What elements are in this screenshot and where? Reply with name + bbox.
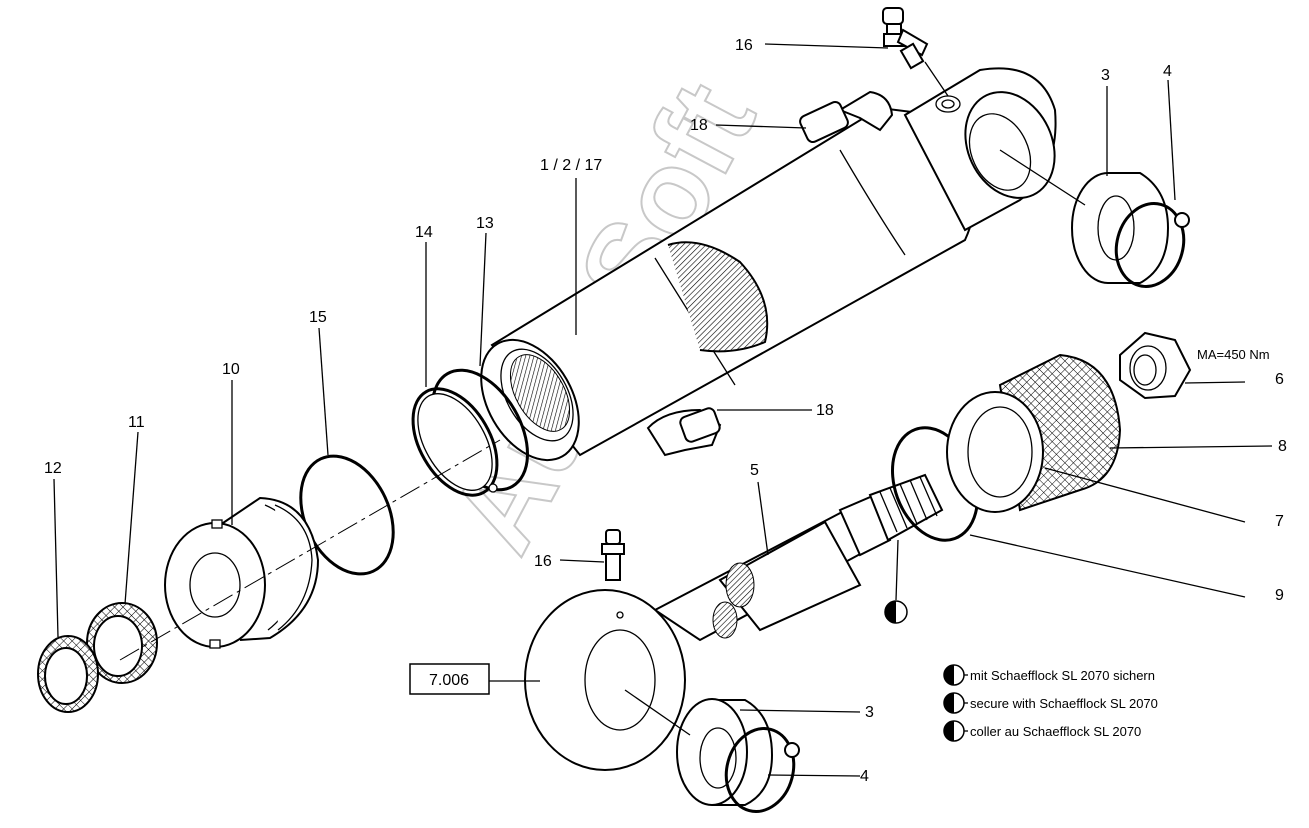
callout-14: 14 [415, 224, 433, 241]
piston-7 [946, 353, 1122, 513]
legend-text-de: mit Schaefflock SL 2070 sichern [970, 668, 1155, 683]
callout-10: 10 [222, 361, 240, 378]
gland-10 [164, 496, 320, 649]
callout-1-2-17: 1 / 2 / 17 [540, 157, 602, 174]
legend-text-en: secure with Schaefflock SL 2070 [970, 696, 1158, 711]
legend-text-fr: coller au Schaefflock SL 2070 [970, 724, 1141, 739]
callout-15: 15 [309, 309, 327, 326]
callout-18-top: 18 [690, 117, 708, 134]
callout-7: 7 [1275, 513, 1284, 530]
legend-item: secure with Schaefflock SL 2070 [943, 692, 1158, 714]
callout-8: 8 [1278, 438, 1287, 455]
callout-4-bottom: 4 [860, 768, 869, 785]
backup-ring-14 [411, 387, 499, 497]
bearing-top [1071, 172, 1170, 284]
grease-nipple-bottom [601, 529, 625, 581]
wiper-11 [86, 602, 158, 684]
circlip-top [1114, 202, 1190, 288]
callout-3-bottom: 3 [865, 704, 874, 721]
bearing-bottom [676, 698, 774, 806]
leader-lines [53, 43, 1273, 777]
circlip-bottom [724, 727, 800, 813]
reference-box-label: 7.006 [429, 672, 469, 689]
callout-4-top: 4 [1163, 63, 1172, 80]
callout-3-top: 3 [1101, 67, 1110, 84]
axis-line [119, 439, 501, 661]
piston-rod [524, 473, 944, 771]
callout-18-mid: 18 [816, 402, 834, 419]
grease-nipple-top [882, 7, 929, 70]
torque-label: MA=450 Nm [1197, 347, 1270, 362]
callout-5: 5 [750, 462, 759, 479]
legend-item: coller au Schaefflock SL 2070 [943, 720, 1141, 742]
legend: mit Schaefflock SL 2070 sichern secure w… [943, 664, 1158, 742]
half-filled-circle-icon [884, 539, 908, 624]
nut-6 [1119, 331, 1192, 400]
callout-16-top: 16 [735, 37, 753, 54]
callout-16-bottom: 16 [534, 553, 552, 570]
ring-12 [37, 635, 99, 713]
legend-item: mit Schaefflock SL 2070 sichern [943, 664, 1155, 686]
callout-11: 11 [128, 414, 145, 431]
callout-12: 12 [44, 460, 62, 477]
callout-6: 6 [1275, 371, 1284, 388]
callout-13: 13 [476, 215, 494, 232]
callout-9: 9 [1275, 587, 1284, 604]
reference-box: 7.006 [409, 663, 490, 695]
